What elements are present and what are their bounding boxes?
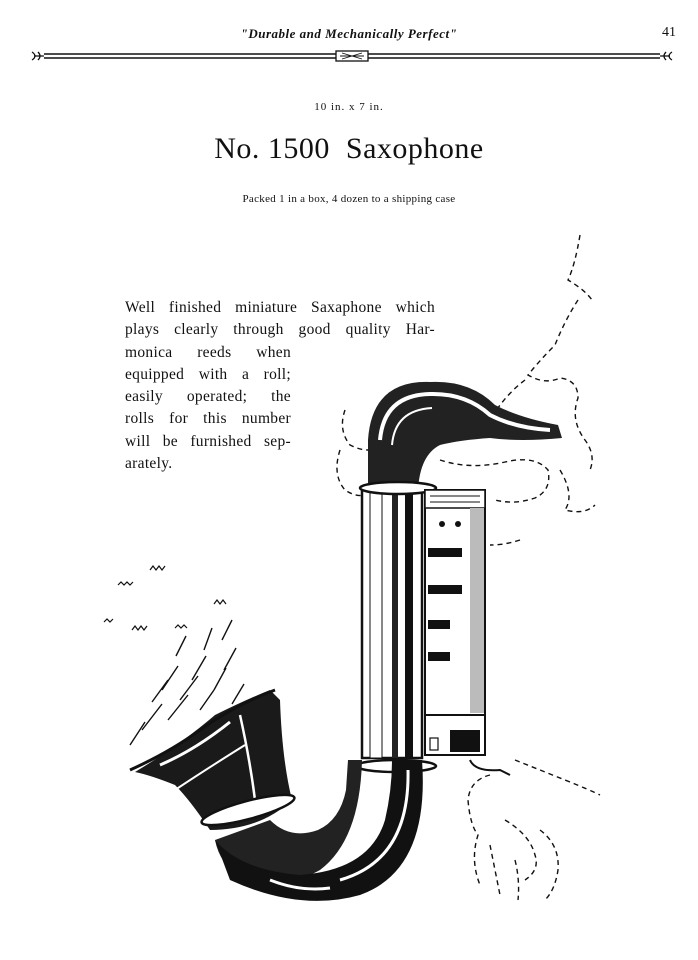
decorative-rule	[31, 50, 673, 62]
product-title: No. 1500 Saxophone	[214, 132, 484, 165]
sound-lines	[129, 619, 245, 746]
dashed-lower-hand-outline	[467, 759, 601, 901]
sound-squiggles	[103, 565, 227, 631]
description-line: will be furnished sep-	[125, 432, 291, 450]
saxophone-drawing	[129, 381, 562, 901]
description-line: arately.	[125, 455, 173, 473]
page-number: 41	[662, 25, 676, 40]
description-line: plays clearly through good quality Har-	[125, 321, 435, 339]
description-line: Well finished miniature Saxaphone which	[125, 299, 435, 316]
description-line: monica reeds when	[125, 343, 291, 361]
header-title: "Durable and Mechanically Perfect"	[240, 26, 458, 41]
packing-info: Packed 1 in a box, 4 dozen to a shipping…	[242, 193, 456, 205]
product-dimensions: 10 in. x 7 in.	[314, 101, 384, 113]
description-line: equipped with a roll;	[125, 365, 291, 383]
description-line: rolls for this number	[125, 410, 291, 428]
product-description: Well finished miniature Saxaphone which …	[125, 297, 435, 475]
description-line: easily operated; the	[125, 388, 291, 406]
